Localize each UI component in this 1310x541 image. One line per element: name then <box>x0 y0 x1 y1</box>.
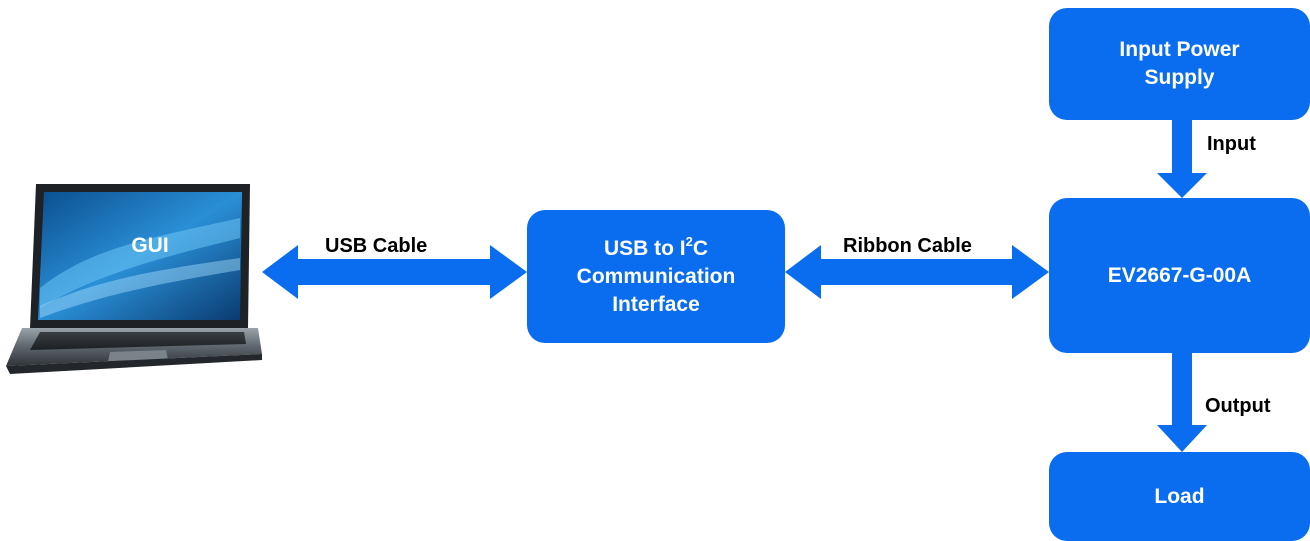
ribbon-cable-label: Ribbon Cable <box>843 235 972 257</box>
usb-i2c-line2: Communication <box>576 264 736 288</box>
gui-label: GUI <box>131 234 169 257</box>
output-label: Output <box>1205 395 1271 417</box>
evb-label: EV2667-G-00A <box>1107 263 1252 287</box>
evb-box: EV2667-G-00A <box>1049 198 1310 353</box>
input-power-supply-box: Input Power Supply <box>1049 8 1310 120</box>
power-line2: Supply <box>1144 66 1215 89</box>
ribbon-cable-arrow <box>785 245 1049 299</box>
output-arrow <box>1157 352 1207 452</box>
input-arrow <box>1157 120 1207 198</box>
load-box: Load <box>1049 452 1310 541</box>
power-line1: Input Power <box>1119 38 1240 61</box>
usb-i2c-interface-box: USB to I2C Communication Interface <box>527 210 785 343</box>
usb-cable-label: USB Cable <box>325 235 428 257</box>
usb-i2c-line3: Interface <box>612 292 700 316</box>
load-label: Load <box>1154 484 1205 508</box>
input-label: Input <box>1207 133 1256 155</box>
laptop-icon <box>6 184 262 374</box>
usb-i2c-line1: USB to I2C <box>603 233 709 260</box>
usb-cable-arrow <box>262 245 527 299</box>
